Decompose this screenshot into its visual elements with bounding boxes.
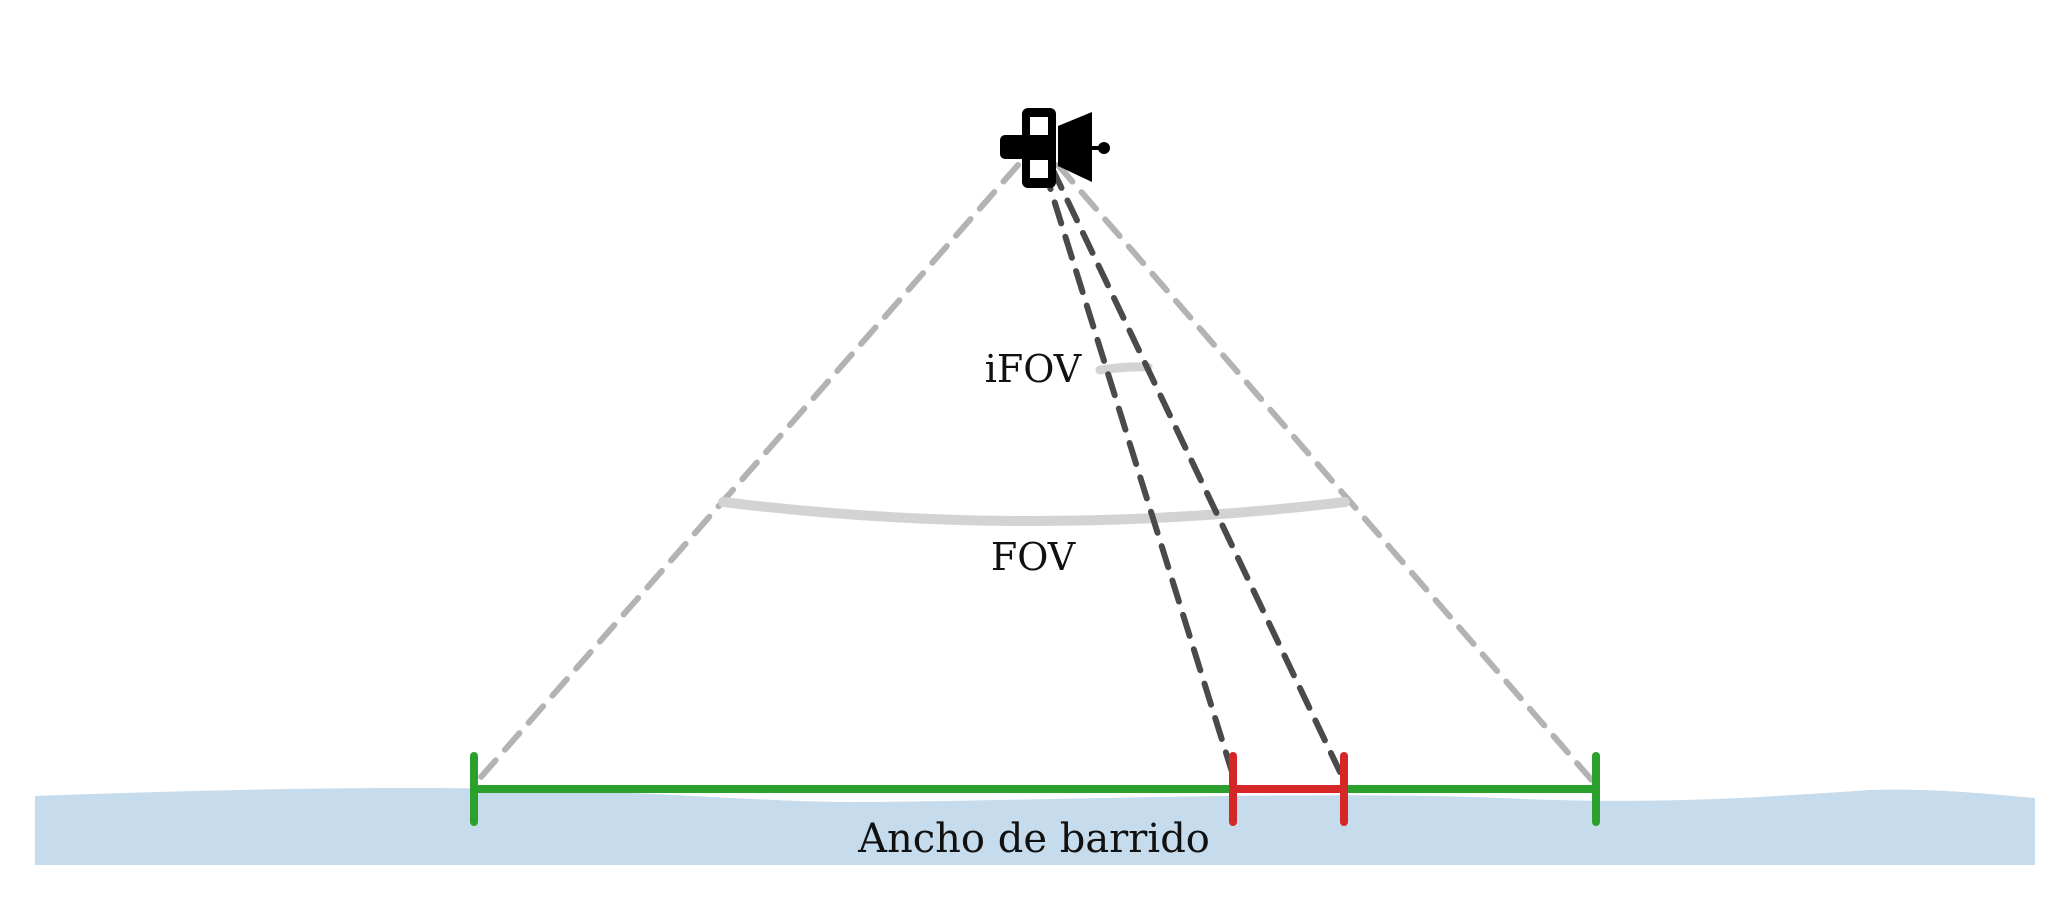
ifov-ray-right — [1049, 165, 1343, 775]
fov-arc — [718, 497, 1350, 526]
swath-label: Ancho de barrido — [857, 816, 1210, 862]
ground-surface — [35, 787, 2035, 865]
ifov-arc — [1095, 362, 1153, 375]
fov-label: FOV — [991, 535, 1076, 579]
ifov-ray-left — [1041, 165, 1235, 775]
fov-ray-left — [471, 162, 1021, 788]
fov-ray-right — [1055, 162, 1599, 788]
satellite-icon — [1000, 108, 1110, 188]
ifov-label: iFOV — [985, 347, 1082, 391]
